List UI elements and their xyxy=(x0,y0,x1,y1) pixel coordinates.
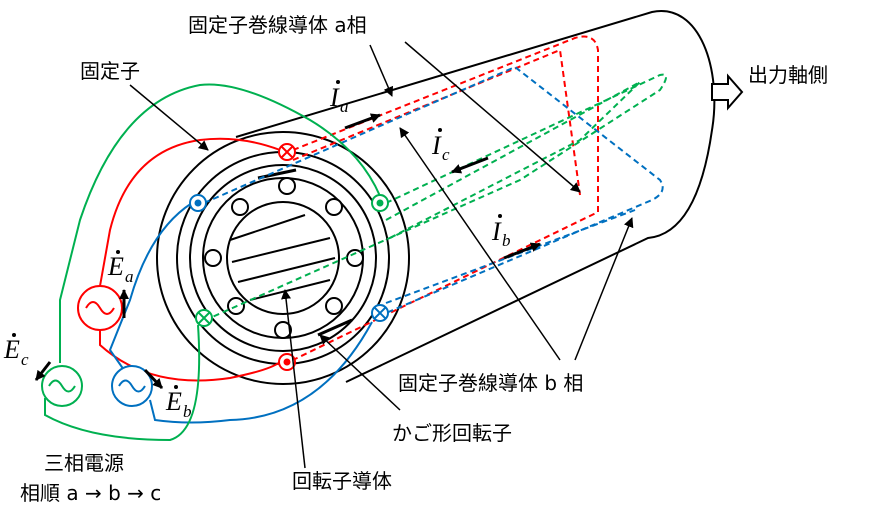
winding-a-dashed xyxy=(292,35,599,361)
label-stator: 固定子 xyxy=(80,59,140,83)
conductor-b-in-icon xyxy=(371,304,389,322)
stator-outer-circle xyxy=(156,131,410,385)
emf-Ec: E c xyxy=(3,333,29,369)
rotor-core-hatch xyxy=(229,214,336,301)
svg-text:a: a xyxy=(125,267,134,286)
wire-phase-c xyxy=(44,83,381,442)
rotor-core-circle xyxy=(226,201,340,315)
conductor-a-out-icon xyxy=(278,353,296,371)
winding-c-dashed xyxy=(209,73,667,319)
label-three-phase-source: 三相電源 xyxy=(44,451,124,475)
conductor-c-out-icon xyxy=(371,194,389,212)
winding-c-dashed-2 xyxy=(385,81,641,241)
svg-text:E: E xyxy=(3,335,20,364)
conductor-c-in-icon xyxy=(195,309,213,327)
svg-text:E: E xyxy=(107,252,124,281)
source-b xyxy=(111,365,153,407)
svg-text:b: b xyxy=(183,402,192,421)
svg-text:c: c xyxy=(21,350,29,369)
ac-sine-icon xyxy=(118,379,146,393)
ac-sine-icon xyxy=(85,301,115,315)
end-ring-mark xyxy=(317,318,353,337)
source-a xyxy=(77,285,123,331)
label-phase-sequence: 相順 a → b → c xyxy=(20,481,161,505)
direction-arrows xyxy=(34,113,541,390)
label-stator-winding-b: 固定子巻線導体 b 相 xyxy=(398,371,583,395)
svg-text:c: c xyxy=(442,145,450,164)
rotor-conductors xyxy=(204,177,364,339)
leader-arrows xyxy=(129,41,634,469)
output-shaft-arrow-icon xyxy=(711,73,744,111)
current-Ic: I c xyxy=(431,128,450,164)
svg-text:b: b xyxy=(502,231,511,250)
air-gap-circle xyxy=(189,164,377,352)
conductor-a-in-icon xyxy=(278,143,296,161)
svg-text:I: I xyxy=(491,217,502,246)
source-c xyxy=(41,365,83,407)
svg-text:I: I xyxy=(329,83,340,112)
ac-sine-icon xyxy=(48,379,76,393)
current-Ia: I a xyxy=(329,80,349,116)
wire-phase-a xyxy=(99,137,281,382)
svg-text:E: E xyxy=(165,387,182,416)
current-Ib: I b xyxy=(491,214,511,250)
label-cage-rotor: かご形回転子 xyxy=(392,421,512,445)
wire-phase-b xyxy=(108,202,373,424)
winding-b-dashed xyxy=(203,65,664,314)
svg-text:I: I xyxy=(431,131,442,160)
svg-text:a: a xyxy=(340,97,349,116)
motor-cylinder xyxy=(156,10,716,385)
label-output-shaft-side: 出力軸側 xyxy=(748,63,828,87)
label-rotor-conductor: 回転子導体 xyxy=(292,469,392,493)
winding-a-dashed-2 xyxy=(292,48,581,196)
emf-Ea: E a xyxy=(107,250,134,286)
label-stator-winding-a: 固定子巻線導体 a相 xyxy=(188,13,367,37)
conductor-b-out-icon xyxy=(189,194,207,212)
emf-Eb: E b xyxy=(165,385,192,421)
